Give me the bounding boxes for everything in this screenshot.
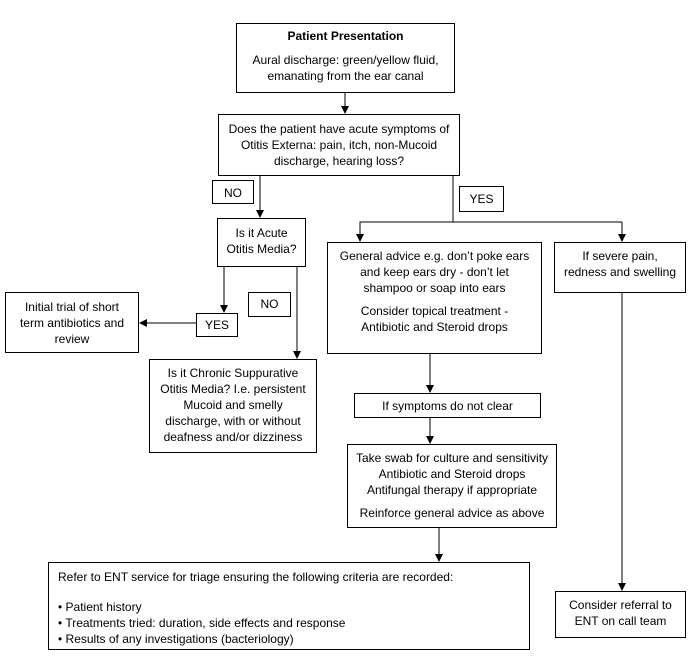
trial-line-2: term antibiotics and xyxy=(19,316,125,330)
topical-line-1: Consider topical treatment - xyxy=(360,304,509,318)
severe-line-1: If severe pain, xyxy=(582,249,658,263)
csom-line-2: Otitis Media? I.e. persistent xyxy=(160,382,306,396)
no-label-acute: NO xyxy=(212,180,254,204)
presentation-line-1: Aural discharge: green/yellow fluid, xyxy=(252,53,439,67)
yes-label-acute: YES xyxy=(459,186,504,212)
acute-question-line-2: Otitis Externa: pain, itch, non-Mucoid xyxy=(240,138,438,152)
antibiotics-trial-box: Initial trial of short term antibiotics … xyxy=(5,292,139,353)
severe-line-2: redness and swelling xyxy=(563,265,677,279)
presentation-line-2: emanating from the ear canal xyxy=(267,69,424,83)
swab-treatment-box: Take swab for culture and sensitivity An… xyxy=(347,444,557,528)
presentation-title: Patient Presentation xyxy=(287,29,404,43)
swab-line-2: Antibiotic and Steroid drops xyxy=(378,467,526,481)
patient-presentation-box: Patient Presentation Aural discharge: gr… xyxy=(236,23,455,93)
acute-question-line-1: Does the patient have acute symptoms of xyxy=(228,122,450,136)
advice-line-2: and keep ears dry - don’t let xyxy=(360,265,509,279)
csom-line-5: deafness and/or dizziness xyxy=(163,430,303,444)
arrow-yes-branch-to-advice xyxy=(356,176,454,242)
aom-line-2: Otitis Media? xyxy=(226,242,297,256)
severe-pain-box: If severe pain, redness and swelling xyxy=(554,242,686,293)
symptoms-not-clear-box: If symptoms do not clear xyxy=(354,393,541,418)
refer-ent-service-box: Refer to ENT service for triage ensuring… xyxy=(48,562,530,650)
acute-otitis-media-question: Is it Acute Otitis Media? xyxy=(217,218,306,267)
no-label-aom: NO xyxy=(248,292,291,317)
topical-line-2: Antibiotic and Steroid drops xyxy=(361,320,508,334)
swab-line-3: Antifungal therapy if appropriate xyxy=(366,483,538,497)
refer-bullet-1: • Patient history xyxy=(58,600,142,614)
oncall-line-2: ENT on call team xyxy=(574,614,667,628)
csom-line-1: Is it Chronic Suppurative xyxy=(167,366,299,380)
refer-heading: Refer to ENT service for triage ensuring… xyxy=(58,570,454,584)
csom-line-4: discharge, with or without xyxy=(165,414,301,428)
trial-line-1: Initial trial of short xyxy=(24,300,120,314)
swab-line-1: Take swab for culture and sensitivity xyxy=(355,451,549,465)
advice-line-1: General advice e.g. don’t poke ears xyxy=(339,249,530,263)
advice-line-3: shampoo or soap into ears xyxy=(363,281,506,295)
chronic-suppurative-question: Is it Chronic Suppurative Otitis Media? … xyxy=(149,359,317,453)
refer-bullet-2: • Treatments tried: duration, side effec… xyxy=(58,616,346,630)
reinforce-line: Reinforce general advice as above xyxy=(359,506,545,520)
acute-otitis-externa-question: Does the patient have acute symptoms of … xyxy=(218,114,460,176)
ent-on-call-box: Consider referral to ENT on call team xyxy=(555,591,686,638)
yes-label-aom: YES xyxy=(196,313,238,337)
oncall-line-1: Consider referral to xyxy=(569,598,672,612)
aom-line-1: Is it Acute xyxy=(235,226,288,240)
refer-bullet-3: • Results of any investigations (bacteri… xyxy=(58,632,294,646)
trial-line-3: review xyxy=(54,332,90,346)
csom-line-3: Mucoid and smelly xyxy=(183,398,283,412)
general-advice-box: General advice e.g. don’t poke ears and … xyxy=(327,242,542,354)
acute-question-line-3: discharge, hearing loss? xyxy=(273,154,405,168)
